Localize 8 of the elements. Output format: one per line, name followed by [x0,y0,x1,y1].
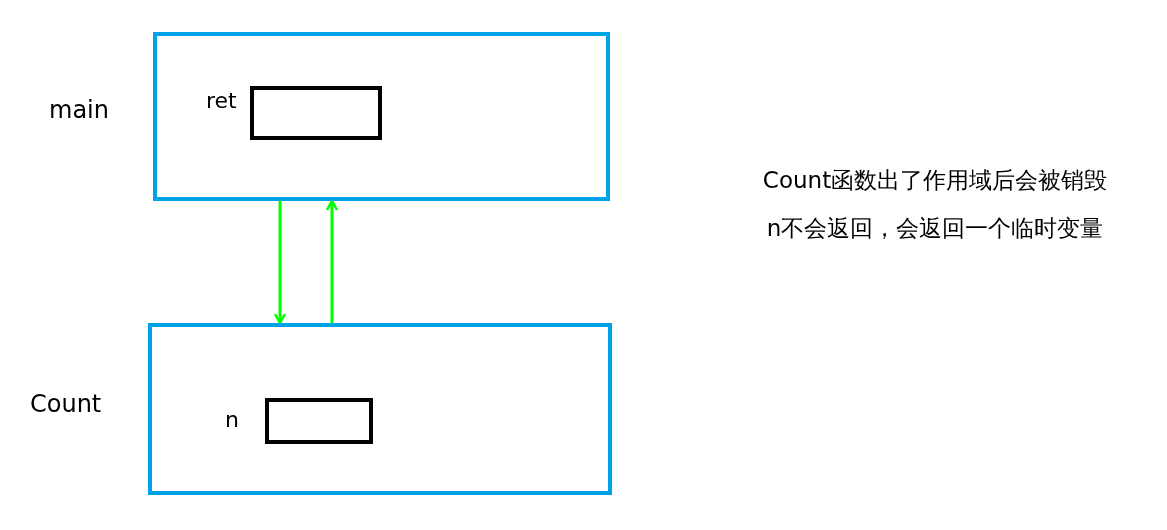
note-text: n不会返回，会返回一个临时变量 [765,214,1105,243]
frame-heading: Count [30,390,102,418]
note-text: Count函数出了作用域后会被销毁 [761,166,1109,195]
arrow [325,199,339,323]
arrow [273,201,287,325]
variable-name: ret [206,88,237,113]
variable-name: n [225,407,239,432]
frame-heading: main [49,96,109,124]
